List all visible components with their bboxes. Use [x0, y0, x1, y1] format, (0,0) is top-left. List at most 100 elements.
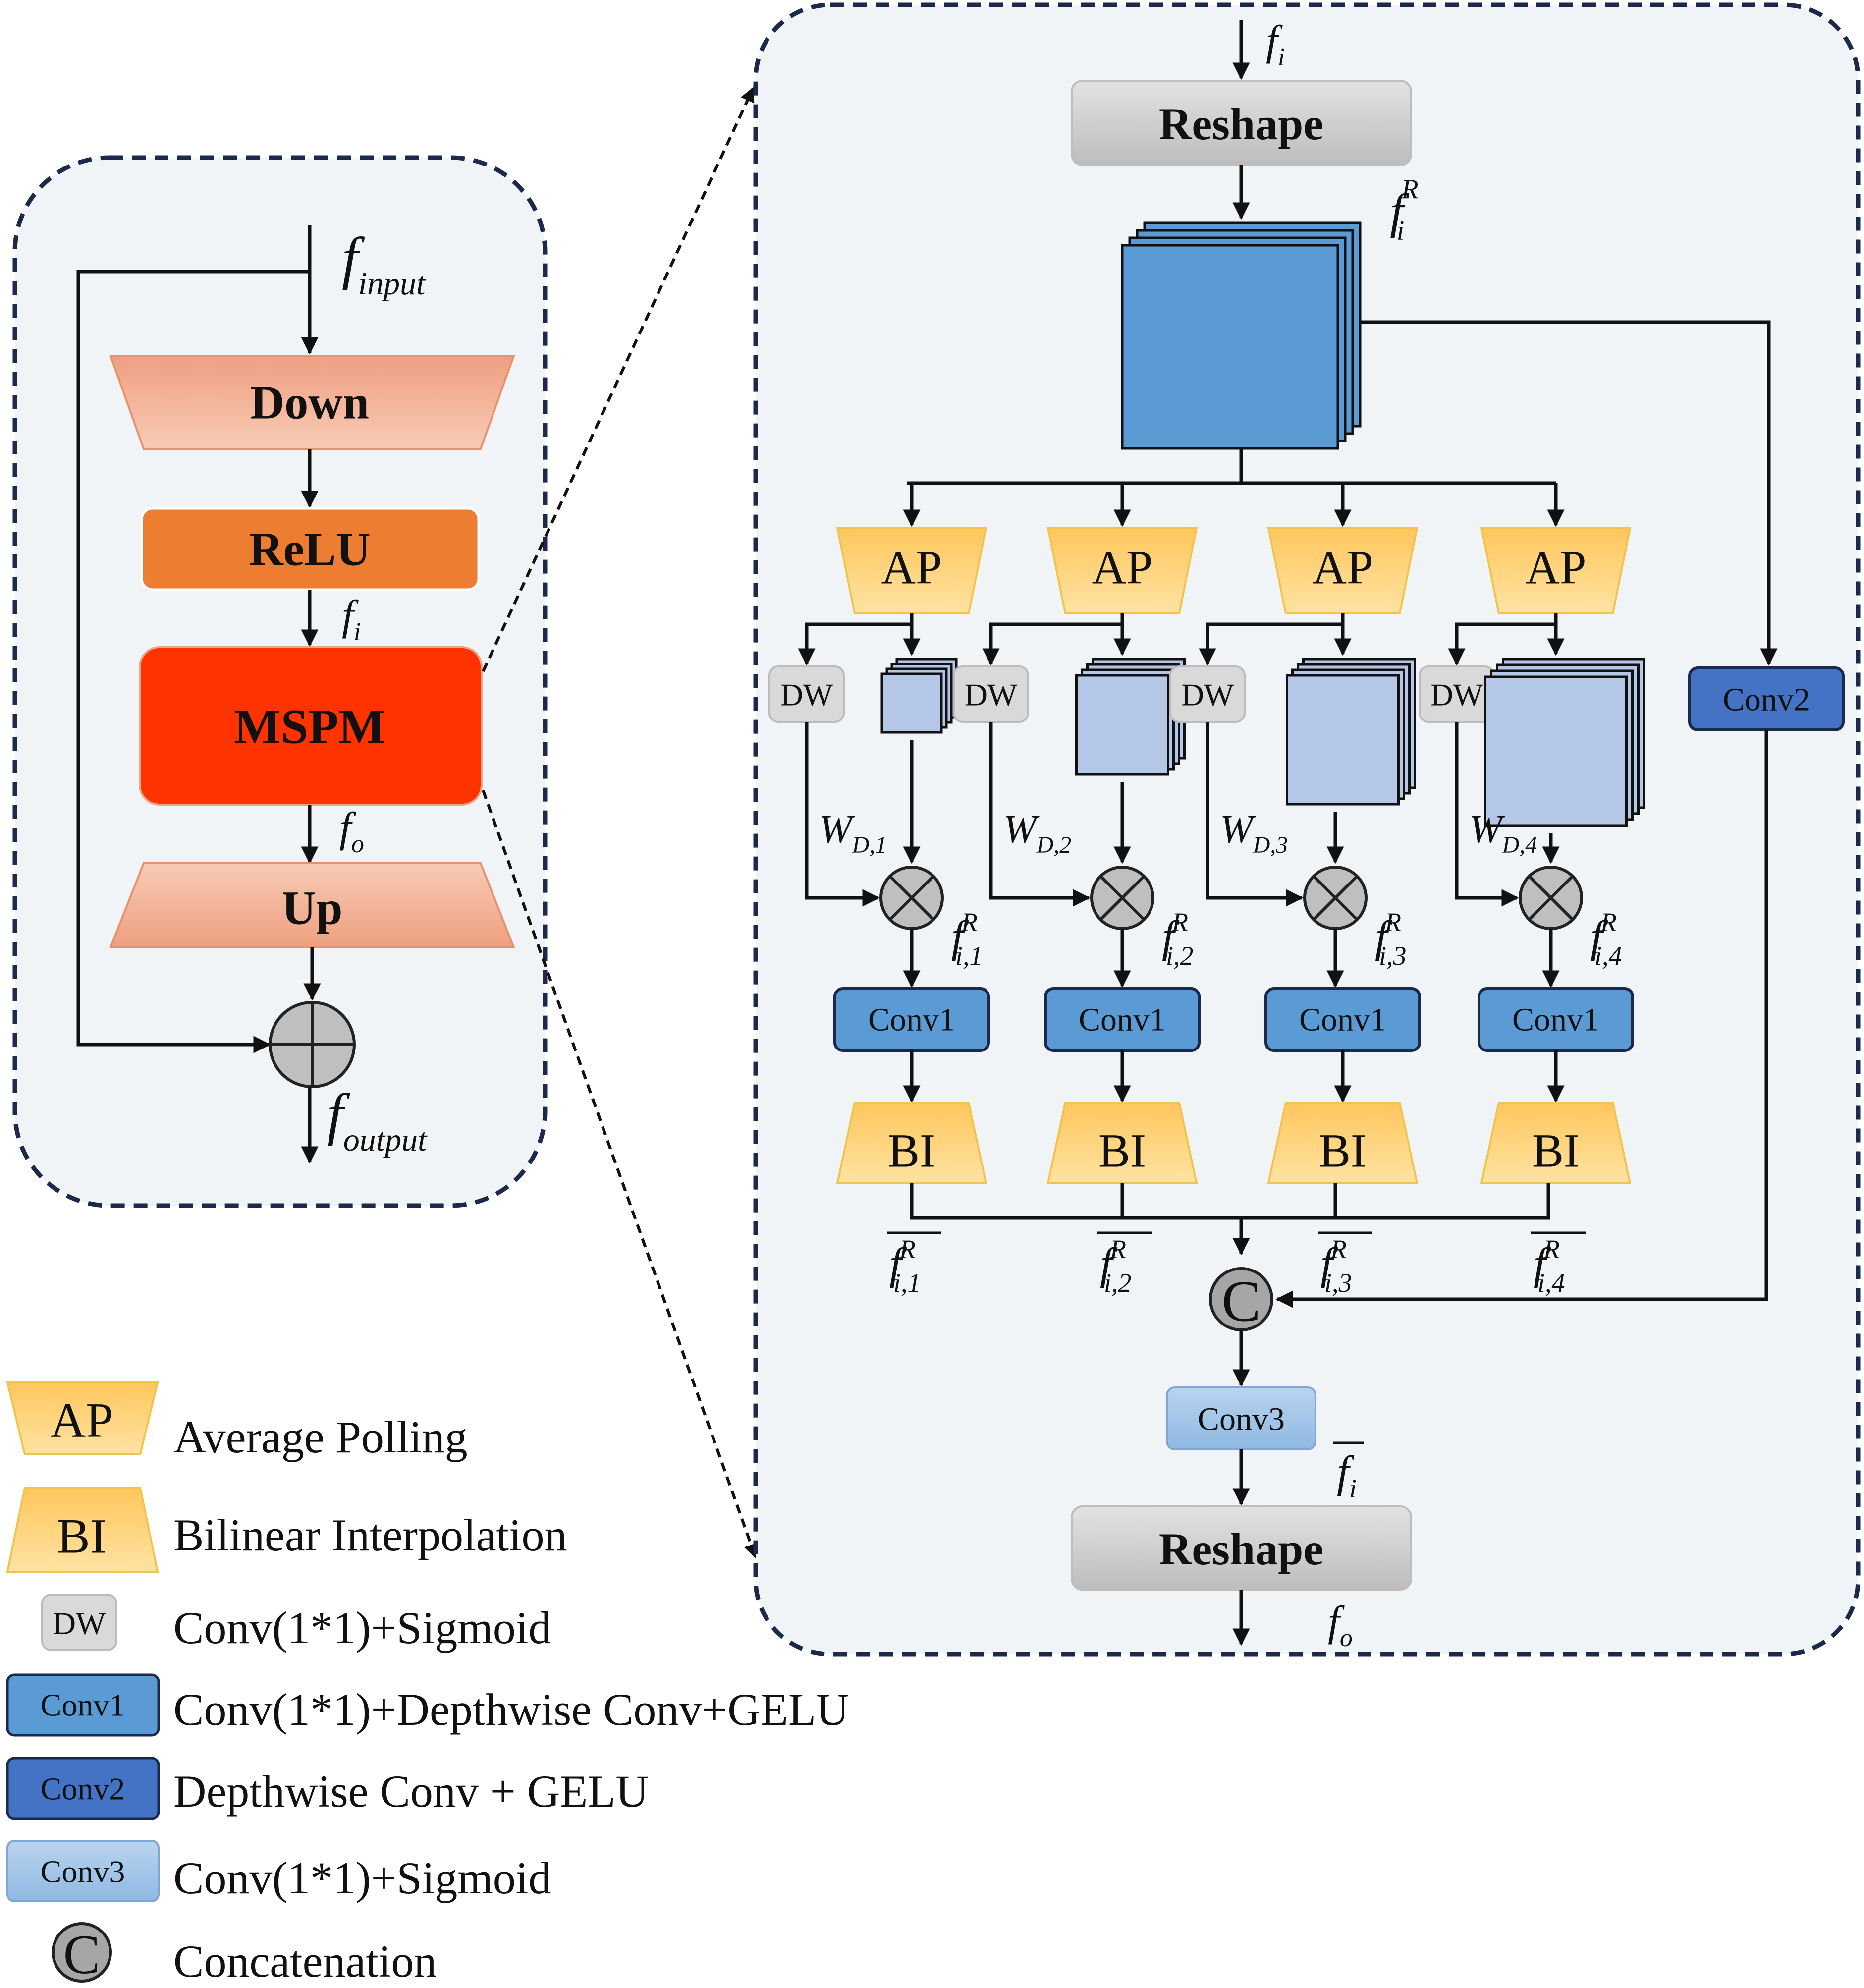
- dw-input-arrow: [982, 622, 1122, 666]
- pooled-feature-map: [880, 658, 958, 734]
- dw-input-arrow: [798, 622, 912, 666]
- legend-ap-key: AP: [50, 1393, 113, 1448]
- multiply-operator-icon: [1303, 866, 1368, 930]
- bi-block: [1480, 1102, 1632, 1184]
- conv2-to-concat-line: [1275, 730, 1768, 1308]
- legend: AP Average Polling BI Bilinear Interpola…: [6, 1381, 849, 1987]
- up-block: [109, 862, 515, 948]
- weight-to-mul-arrow: [989, 722, 1091, 907]
- pooled-feature-map: [1484, 658, 1645, 827]
- legend-ap-swatch: [6, 1381, 159, 1455]
- conv1-label: Conv1: [868, 1002, 955, 1038]
- legend-item-concat: C Concatenation: [52, 1922, 437, 1987]
- add-operator-icon: [269, 1001, 356, 1088]
- legend-conv2-key: Conv2: [41, 1771, 125, 1807]
- weight-to-mul-arrow: [1455, 722, 1519, 907]
- legend-conv3-swatch: [6, 1840, 160, 1902]
- conv1-label: Conv1: [1299, 1002, 1386, 1038]
- legend-ap-desc: Average Polling: [173, 1412, 468, 1462]
- down-block: [109, 355, 515, 450]
- legend-concat-key: C: [63, 1924, 101, 1986]
- weight-to-mul-arrow: [1206, 722, 1304, 907]
- legend-item-dw: DW Conv(1*1)+Sigmoid: [41, 1594, 551, 1653]
- reshape-top-label: Reshape: [1159, 99, 1323, 149]
- ap-block: [1480, 527, 1632, 614]
- dw-label: DW: [965, 677, 1018, 713]
- zoom-connector-bottom: [482, 789, 759, 1559]
- ap-block: [836, 527, 987, 614]
- conv3-label: Conv3: [1198, 1401, 1285, 1437]
- dw-label: DW: [780, 677, 833, 713]
- legend-conv1-key: Conv1: [41, 1688, 125, 1723]
- multiply-operator-icon: [1090, 866, 1154, 930]
- conv2-label: Conv2: [1723, 682, 1810, 718]
- mspm-label: MSPM: [234, 699, 385, 754]
- zoom-connector-top: [482, 87, 755, 672]
- weight-to-mul-arrow: [805, 722, 880, 907]
- bi-block: [836, 1102, 987, 1184]
- bi-block: [1267, 1102, 1419, 1184]
- legend-concat-desc: Concatenation: [173, 1936, 437, 1987]
- legend-conv1-swatch: [6, 1673, 160, 1737]
- legend-dw-swatch: [41, 1594, 117, 1651]
- conv2-input-line: [1360, 320, 1778, 666]
- legend-conv2-desc: Depthwise Conv + GELU: [173, 1766, 649, 1817]
- bi-label: BI: [1098, 1124, 1146, 1177]
- legend-conv3-desc: Conv(1*1)+Sigmoid: [173, 1853, 551, 1903]
- bi-block: [1046, 1102, 1198, 1184]
- legend-conv1-desc: Conv(1*1)+Depthwise Conv+GELU: [173, 1684, 849, 1735]
- bi-label: BI: [1532, 1124, 1580, 1177]
- legend-bi-swatch: [6, 1487, 159, 1573]
- w-d-label: WD,1: [819, 808, 887, 858]
- ap-block: [1267, 527, 1419, 614]
- legend-item-bi: BI Bilinear Interpolation: [6, 1487, 567, 1573]
- bi-label: BI: [1319, 1124, 1367, 1177]
- concat-operator-icon: C: [1209, 1267, 1273, 1334]
- svg-text:C: C: [1222, 1269, 1261, 1334]
- bi-collect-line: [910, 1183, 1550, 1220]
- dw-label: DW: [1181, 677, 1234, 713]
- legend-conv2-swatch: [6, 1757, 160, 1820]
- legend-item-conv1: Conv1 Conv(1*1)+Depthwise Conv+GELU: [6, 1673, 849, 1737]
- ap-label: AP: [881, 541, 942, 594]
- legend-dw-desc: Conv(1*1)+Sigmoid: [173, 1602, 551, 1653]
- dw-label: DW: [1430, 677, 1483, 713]
- multiply-operator-icon: [879, 866, 944, 930]
- legend-item-conv3: Conv3 Conv(1*1)+Sigmoid: [6, 1840, 551, 1903]
- ap-block: [1046, 527, 1198, 614]
- legend-concat-swatch: [52, 1922, 112, 1983]
- legend-dw-key: DW: [53, 1606, 106, 1641]
- w-d-label: WD,4: [1469, 808, 1537, 858]
- up-label: Up: [282, 882, 343, 935]
- pooled-feature-map: [1075, 658, 1186, 776]
- down-label: Down: [250, 376, 369, 429]
- ap-label: AP: [1313, 541, 1373, 594]
- dw-input-arrow: [1448, 622, 1556, 666]
- reshape-bottom-label: Reshape: [1159, 1524, 1323, 1574]
- multiply-operator-icon: [1519, 866, 1583, 930]
- w-d-label: WD,2: [1003, 808, 1071, 858]
- legend-item-conv2: Conv2 Depthwise Conv + GELU: [6, 1757, 649, 1820]
- f-input-label: finput: [342, 225, 426, 302]
- w-d-label: WD,3: [1220, 808, 1288, 858]
- legend-bi-key: BI: [57, 1509, 107, 1564]
- relu-label: ReLU: [249, 523, 370, 576]
